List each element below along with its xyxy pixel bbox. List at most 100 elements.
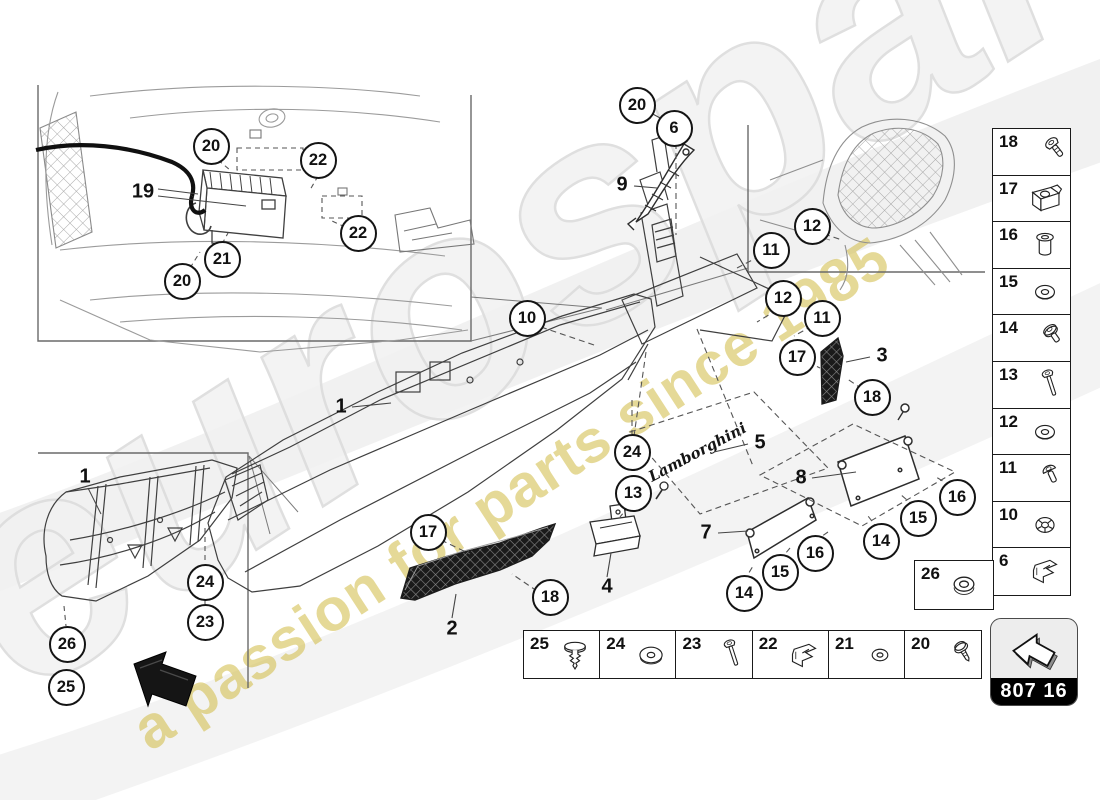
callout-15[interactable]: 15 [899, 499, 937, 537]
legend-cell-15[interactable]: 15 [992, 267, 1071, 316]
legend-number: 23 [682, 634, 702, 653]
callout-22[interactable]: 22 [299, 141, 337, 179]
legend-number: 25 [530, 634, 549, 653]
callout-25[interactable]: 25 [47, 668, 85, 706]
callout-11[interactable]: 11 [752, 231, 790, 269]
washer-icon [1022, 275, 1068, 309]
callout-6[interactable]: 6 [655, 109, 693, 147]
legend-cell-20[interactable]: 20 [904, 630, 982, 679]
bracket-9-art [626, 143, 696, 231]
screw-tapping-icon [933, 638, 979, 672]
nut-flower-icon [1022, 508, 1068, 542]
callout-21[interactable]: 21 [203, 240, 241, 278]
callout-17[interactable]: 17 [409, 513, 447, 551]
diffuser-inset-art [43, 459, 238, 602]
callout-16[interactable]: 16 [938, 478, 976, 516]
legend-number: 6 [999, 551, 1009, 571]
legend-cell-14[interactable]: 14 [992, 314, 1071, 363]
legend-cell-18[interactable]: 18 [992, 128, 1071, 177]
legend-number: 20 [911, 634, 931, 653]
callout-12[interactable]: 12 [793, 207, 831, 245]
callout-13[interactable]: 13 [614, 474, 652, 512]
part-label-19[interactable]: 19 [131, 180, 155, 203]
screw-pan-icon [1022, 461, 1068, 495]
callout-18[interactable]: 18 [853, 378, 891, 416]
legend-cell-17[interactable]: 17 [992, 174, 1071, 223]
screw-long-icon [1022, 368, 1068, 402]
part-label-2[interactable]: 2 [446, 617, 458, 640]
diagram-code: 807 16 [991, 678, 1077, 705]
clip-spring-icon [781, 638, 827, 672]
callout-20[interactable]: 20 [163, 262, 201, 300]
washer-large-icon [628, 638, 674, 672]
bumper-art [207, 293, 656, 593]
legend-cell-10[interactable]: 10 [992, 500, 1071, 549]
callout-20[interactable]: 20 [618, 86, 656, 124]
part-label-9[interactable]: 9 [616, 173, 628, 196]
part-label-7[interactable]: 7 [700, 521, 712, 544]
callout-14[interactable]: 14 [725, 574, 763, 612]
legend-number: 11 [999, 458, 1017, 478]
mesh-small-art [820, 336, 844, 405]
washer-icon [1022, 415, 1068, 449]
legend-number: 13 [999, 364, 1018, 384]
part-label-8[interactable]: 8 [795, 466, 807, 489]
legend-cell-24[interactable]: 24 [599, 630, 678, 679]
direction-arrow-black [133, 651, 197, 708]
legend-cell-22[interactable]: 22 [751, 630, 830, 679]
callout-24[interactable]: 24 [613, 433, 651, 471]
legend-cell-25[interactable]: 25 [523, 630, 601, 679]
legend-cell-11[interactable]: 11 [992, 454, 1071, 503]
legend-cell-23[interactable]: 23 [675, 630, 754, 679]
callout-24[interactable]: 24 [186, 563, 224, 601]
screw-long-icon [704, 638, 750, 672]
background-swoosh [0, 59, 1100, 800]
diagram-code-badge[interactable]: 807 16 [990, 618, 1078, 706]
part-label-5[interactable]: 5 [754, 431, 766, 454]
part-label-4[interactable]: 4 [601, 575, 613, 598]
part-label-3[interactable]: 3 [876, 344, 888, 367]
label-19-lines [157, 188, 247, 207]
legend-number: 12 [999, 411, 1018, 431]
callout-10[interactable]: 10 [508, 299, 546, 337]
diffuser-dashed [63, 528, 206, 627]
legend-number: 14 [999, 318, 1018, 338]
legend-cell-21[interactable]: 21 [827, 630, 906, 679]
direction-arrow-icon [991, 619, 1077, 678]
clip-nut-icon [1022, 182, 1068, 216]
callout-23[interactable]: 23 [186, 603, 224, 641]
legend-number: 15 [999, 271, 1018, 291]
rivet-push-icon [552, 638, 598, 672]
part-label-1[interactable]: 1 [79, 465, 91, 488]
callout-16[interactable]: 16 [796, 534, 834, 572]
part-label-1[interactable]: 1 [335, 395, 347, 418]
sleeve-icon [1022, 228, 1068, 262]
mesh-strip-art [400, 522, 557, 601]
main-pointer-lines [351, 111, 871, 619]
legend-number: 10 [999, 504, 1018, 524]
legend-cell-6[interactable]: 6 [992, 547, 1071, 596]
callout-18[interactable]: 18 [531, 578, 569, 616]
callout-12[interactable]: 12 [764, 279, 802, 317]
callout-17[interactable]: 17 [778, 338, 816, 376]
legend-cell-12[interactable]: 12 [992, 407, 1071, 456]
callout-14[interactable]: 14 [862, 522, 900, 560]
plate-light-art [589, 481, 669, 557]
legend-cell-16[interactable]: 16 [992, 221, 1071, 270]
legend-cell-26[interactable]: 26 [914, 560, 994, 610]
screw-flange-icon [1022, 321, 1068, 355]
callout-26[interactable]: 26 [48, 625, 86, 663]
callout-20[interactable]: 20 [192, 127, 230, 165]
screw-socket-icon [1022, 135, 1068, 169]
callout-22[interactable]: 22 [339, 214, 377, 252]
legend-cell-13[interactable]: 13 [992, 360, 1071, 410]
vent-grille-inset-art [759, 118, 963, 291]
callout-15[interactable]: 15 [761, 553, 799, 591]
legend-number: 16 [999, 225, 1018, 245]
callout-11[interactable]: 11 [803, 299, 841, 337]
mounting-plates-art [745, 403, 920, 560]
clip-spring-icon [1022, 554, 1068, 588]
